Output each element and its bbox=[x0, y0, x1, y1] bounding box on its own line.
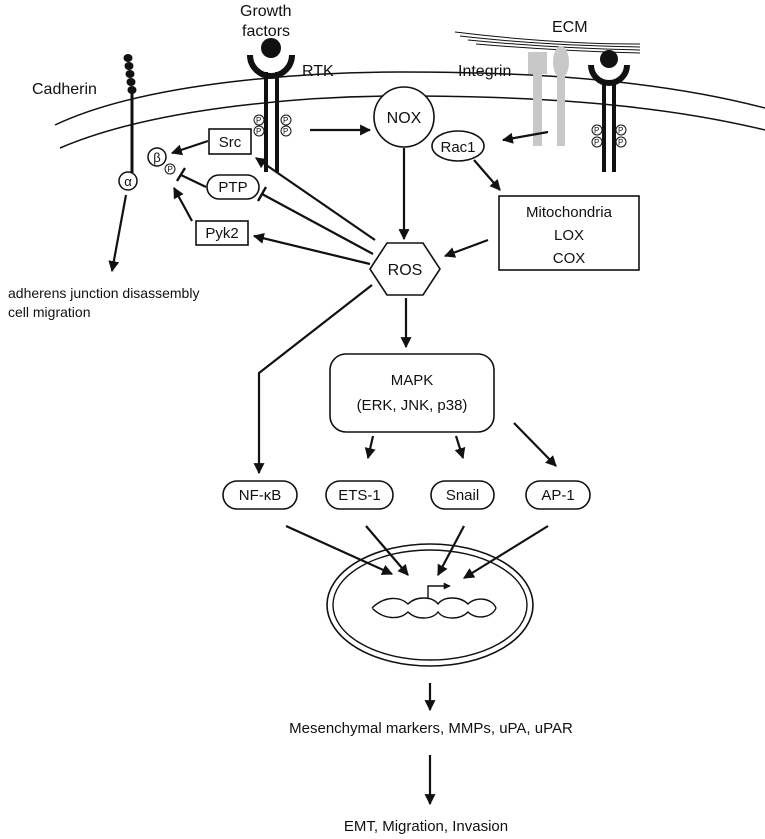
alpha-label: α bbox=[124, 174, 132, 189]
ros-node: ROS bbox=[369, 242, 441, 296]
dna-chromatin bbox=[371, 597, 497, 619]
cadherin-label: Cadherin bbox=[32, 81, 97, 98]
pyk2-node: Pyk2 bbox=[195, 220, 249, 246]
rtk-label: RTK bbox=[302, 63, 334, 80]
cadherin-receptor bbox=[123, 54, 137, 175]
mitochondria-label: Mitochondria bbox=[526, 204, 613, 221]
phospho-label: P bbox=[168, 165, 173, 174]
nox-label: NOX bbox=[387, 110, 422, 127]
ets1-label: ETS-1 bbox=[338, 487, 381, 504]
mitochondria-lox-cox-node: Mitochondria LOX COX bbox=[498, 195, 640, 271]
lox-label: LOX bbox=[554, 227, 584, 244]
integrin-receptor bbox=[528, 46, 569, 146]
rtk-receptor: P P P P bbox=[247, 38, 295, 172]
beta-catenin-node: β P bbox=[147, 147, 176, 175]
growth-factors-label-line2: factors bbox=[242, 23, 290, 40]
rac1-label: Rac1 bbox=[440, 139, 475, 156]
ptp-label: PTP bbox=[218, 179, 247, 196]
ap1-node: AP-1 bbox=[525, 480, 591, 510]
pyk2-label: Pyk2 bbox=[205, 225, 238, 242]
ets1-node: ETS-1 bbox=[325, 480, 394, 510]
ptp-node: PTP bbox=[206, 174, 260, 200]
emt-migration-invasion-label: EMT, Migration, Invasion bbox=[344, 818, 508, 835]
cox-label: COX bbox=[553, 250, 586, 267]
phospho-label: P bbox=[256, 127, 261, 136]
right-receptor: P P P P bbox=[588, 50, 630, 172]
phospho-label: P bbox=[283, 127, 288, 136]
src-label: Src bbox=[219, 134, 242, 151]
nucleus bbox=[326, 543, 534, 667]
nfkb-label: NF-κB bbox=[239, 487, 282, 504]
ecm-fibers bbox=[454, 31, 641, 54]
phospho-label: P bbox=[594, 138, 599, 147]
mapk-members-label: (ERK, JNK, p38) bbox=[357, 397, 468, 414]
arrows bbox=[108, 124, 557, 806]
ros-label: ROS bbox=[388, 262, 423, 279]
nox-node: NOX bbox=[373, 86, 435, 148]
rac1-node: Rac1 bbox=[431, 130, 485, 162]
src-node: Src bbox=[208, 128, 252, 155]
ap1-label: AP-1 bbox=[541, 487, 574, 504]
mesenchymal-markers-label: Mesenchymal markers, MMPs, uPA, uPAR bbox=[289, 720, 573, 737]
integrin-label: Integrin bbox=[458, 63, 511, 80]
phospho-label: P bbox=[256, 116, 261, 125]
beta-label: β bbox=[153, 150, 160, 165]
phospho-label: P bbox=[283, 116, 288, 125]
phospho-label: P bbox=[594, 126, 599, 135]
alpha-catenin-node: α bbox=[118, 171, 138, 191]
nfkb-node: NF-κB bbox=[222, 480, 298, 510]
cell-migration-label: cell migration bbox=[8, 304, 90, 320]
snail-label: Snail bbox=[446, 487, 479, 504]
ecm-label: ECM bbox=[552, 19, 588, 36]
growth-factors-label-line1: Growth bbox=[240, 3, 292, 20]
mapk-label: MAPK bbox=[391, 372, 434, 389]
snail-node: Snail bbox=[430, 480, 495, 510]
mapk-node: MAPK (ERK, JNK, p38) bbox=[329, 353, 495, 433]
adherens-disassembly-label: adherens junction disassembly bbox=[8, 285, 199, 301]
transcription-start-arrow bbox=[427, 582, 451, 599]
phospho-label: P bbox=[618, 126, 623, 135]
phospho-label: P bbox=[618, 138, 623, 147]
